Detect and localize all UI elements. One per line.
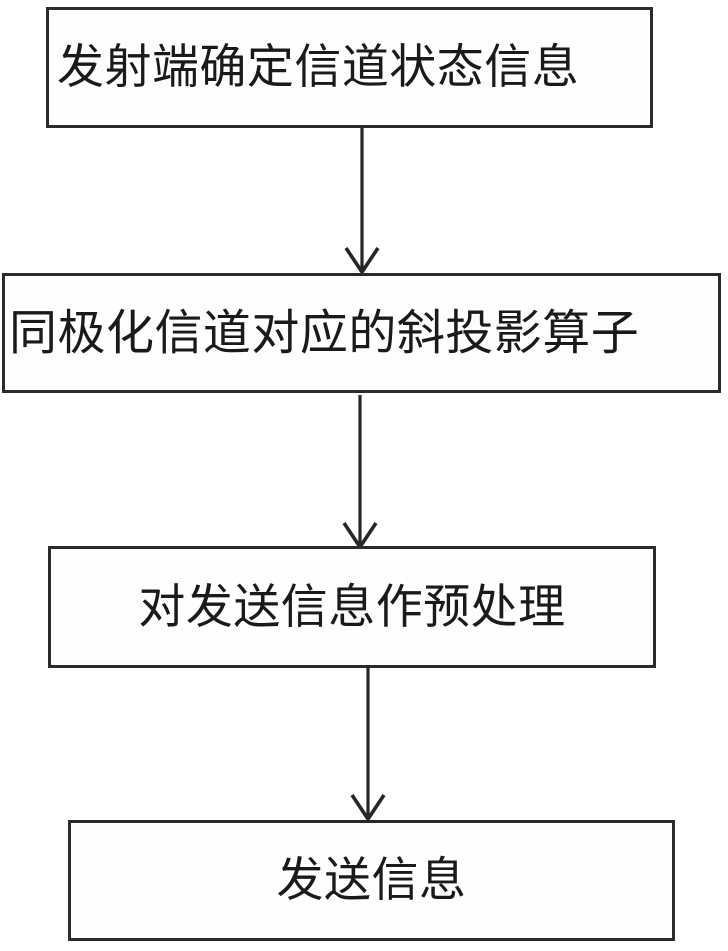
flow-node-label: 发射端确定信道状态信息: [57, 40, 580, 95]
flow-connector-1: [344, 127, 380, 276]
flow-node-transmitter-csi[interactable]: 发射端确定信道状态信息: [46, 7, 653, 128]
arrowhead-down-icon: [350, 794, 386, 823]
flow-node-send-info[interactable]: 发送信息: [68, 820, 675, 941]
flow-connector-2: [342, 395, 378, 551]
flow-node-copolar-oblique-projection-operator[interactable]: 同极化信道对应的斜投影算子: [2, 273, 721, 393]
arrowhead-down-icon: [344, 247, 380, 276]
flow-connector-3: [350, 666, 386, 823]
flow-node-preprocess-transmit-info[interactable]: 对发送信息作预处理: [48, 546, 656, 668]
flow-node-label: 发送信息: [276, 853, 467, 908]
flow-node-label: 对发送信息作预处理: [138, 579, 566, 635]
flow-node-label: 同极化信道对应的斜投影算子: [9, 305, 640, 361]
